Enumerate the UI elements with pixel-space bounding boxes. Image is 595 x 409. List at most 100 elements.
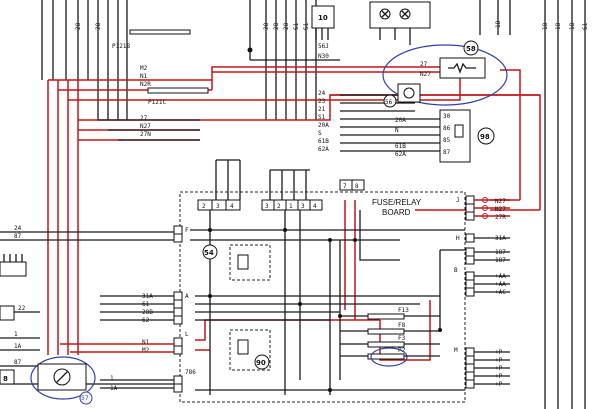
right-out-label: +P (495, 349, 503, 356)
component-54: 54 (202, 244, 218, 260)
conn-pin: 4 (230, 203, 234, 210)
board-pin-h: H (456, 235, 460, 242)
left-label-1: 1 (14, 331, 18, 338)
conn-pin: 8 (355, 183, 359, 190)
junction-dots (208, 47, 442, 392)
left-label-87: 87 (14, 233, 22, 240)
conn-pin: 2 (202, 203, 206, 210)
label-n1: N1 (140, 73, 148, 80)
board-pin-j: J (456, 197, 460, 204)
component-56-label: 56 (385, 99, 393, 106)
component-57: 57 (30, 356, 96, 405)
mid-black-wires (98, 59, 440, 200)
relay-pin: 87 (443, 149, 451, 156)
component-10-label: 10 (318, 14, 328, 22)
conn-pin: 3 (216, 203, 220, 210)
conn-pin: 2 (277, 203, 281, 210)
left-label-22: 22 (18, 305, 26, 312)
board-right-connectors: J H B M N27 N27 27R 31A 187 187 +AA +AA … (454, 195, 510, 389)
top-wire-labels: 28 28 28 28 28 S1 S1 18 18 18 18 S1 (75, 20, 589, 30)
label-21: 21 (318, 106, 326, 113)
conn-pin: 7 (343, 183, 347, 190)
label-61b: 61B (318, 138, 329, 145)
fuse-label: F3 (398, 335, 406, 342)
label-s: S (318, 130, 322, 137)
conn-pin: 3 (265, 203, 269, 210)
board-pin-m: M (454, 347, 458, 354)
right-out-label: +P (495, 381, 503, 388)
label-n27-right: N27 (420, 71, 431, 78)
relay-pin: 85 (443, 137, 451, 144)
relay-98-label: 98 (480, 133, 490, 141)
top-label: 18 (542, 22, 549, 30)
board-title-line1: FUSE/RELAY (372, 198, 422, 207)
conn-pin: 3 (301, 203, 305, 210)
left-label-1a: 1A (14, 343, 22, 350)
top-label: 28 (273, 22, 280, 30)
right-out-label: +AA (495, 281, 506, 288)
top-label: 28 (283, 22, 290, 30)
board-pin-a: A (185, 293, 189, 300)
label-56j: 56J (318, 43, 329, 50)
fuse-label: F13 (398, 307, 409, 314)
relay-pin: 86 (443, 125, 451, 132)
component-58-label: 58 (466, 45, 476, 53)
top-label: 28 (75, 22, 82, 30)
top-label: S1 (303, 22, 310, 30)
right-out-label: N27 (495, 206, 506, 213)
board-internal-wires (190, 210, 465, 395)
lamp-group (369, 1, 431, 45)
label-23: 23 (318, 98, 326, 105)
left-label-1-low: 1 (110, 375, 114, 382)
top-label: 28 (95, 22, 102, 30)
fuse-relay-board: FUSE/RELAY BOARD (179, 191, 466, 403)
right-out-label: +P (495, 357, 503, 364)
fuse-label: F8 (398, 322, 406, 329)
label-20a-right: 20A (395, 117, 406, 124)
label-m2: M2 (140, 65, 148, 72)
label-n-right: N (395, 127, 399, 134)
left-label-87b: 87 (14, 359, 22, 366)
label-61b-right: 61B (395, 143, 406, 150)
left-side: 24 87 22 1 1A 87 1 1A 8 (0, 225, 174, 392)
top-label: 28 (263, 22, 270, 30)
component-8-label: 8 (3, 375, 8, 383)
label-27-right: 27 (420, 61, 428, 68)
red-wires (47, 66, 541, 361)
board-top-connectors: 2 3 4 3 2 1 3 4 7 8 (197, 179, 365, 211)
board-left-connectors: F A L 786 31A 61 28B 62 N1 M2 (60, 225, 196, 393)
board-pin-l: L (185, 331, 189, 338)
right-out-label: N27 (495, 198, 506, 205)
conn-pin: 1 (289, 203, 293, 210)
right-out-label: +P (495, 365, 503, 372)
component-10: 10 (311, 5, 335, 40)
label-62a: 62A (318, 146, 329, 153)
component-90-label: 90 (256, 359, 266, 367)
component-54-label: 54 (204, 249, 214, 257)
right-out-label: 31A (495, 235, 506, 242)
label-s1: S1 (318, 114, 326, 121)
connector-p121b: P121B (112, 29, 191, 50)
label-n27: N27 (140, 123, 151, 130)
label-27: 27 (140, 115, 148, 122)
fuse-block: F13 F8 F3 P2 (340, 307, 440, 367)
label-m2-low: M2 (142, 347, 150, 354)
top-label: S1 (582, 22, 589, 30)
connector-p121c: P121C (147, 87, 209, 106)
right-out-label: 27R (495, 214, 506, 221)
conn-pin: 4 (313, 203, 317, 210)
relay-98: 30 86 85 87 98 (439, 109, 495, 163)
board-pin-b: B (454, 267, 458, 274)
component-90: 90 (254, 354, 270, 370)
right-out-label: 187 (495, 249, 506, 256)
left-label-24: 24 (14, 225, 22, 232)
top-label: 18 (555, 22, 562, 30)
component-56: 56 (383, 83, 421, 108)
board-pin-f: F (185, 227, 189, 234)
right-out-label: +P (495, 373, 503, 380)
label-20a: 20A (318, 122, 329, 129)
label-24: 24 (318, 90, 326, 97)
component-58: 58 (382, 40, 508, 106)
board-title-line2: BOARD (382, 208, 411, 217)
